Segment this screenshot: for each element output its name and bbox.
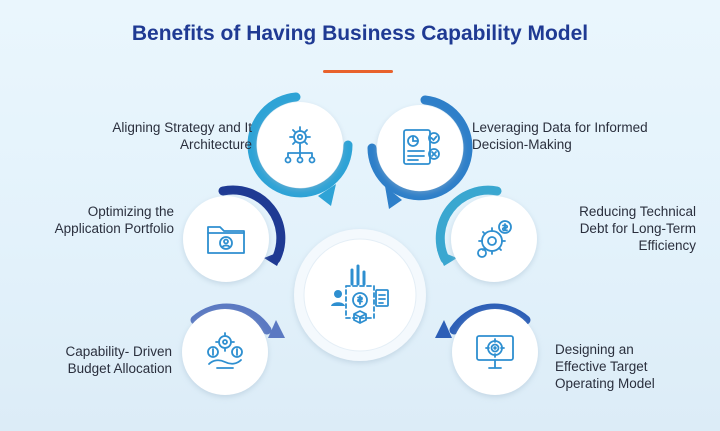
benefit-node-data xyxy=(367,95,473,209)
money-gears-icon xyxy=(207,332,243,369)
business-capability-icon xyxy=(331,264,389,324)
page-title: Benefits of Having Business Capability M… xyxy=(131,22,589,45)
center-node xyxy=(294,229,426,361)
monitor-target-icon xyxy=(476,335,514,369)
title-divider xyxy=(323,70,393,73)
folder-user-icon xyxy=(207,226,245,254)
gear-dollar-icon xyxy=(477,220,512,258)
data-report-icon xyxy=(403,129,440,165)
benefit-node-technical-debt xyxy=(435,185,537,282)
gear-network-icon xyxy=(284,126,316,164)
benefit-node-budget xyxy=(182,303,285,395)
